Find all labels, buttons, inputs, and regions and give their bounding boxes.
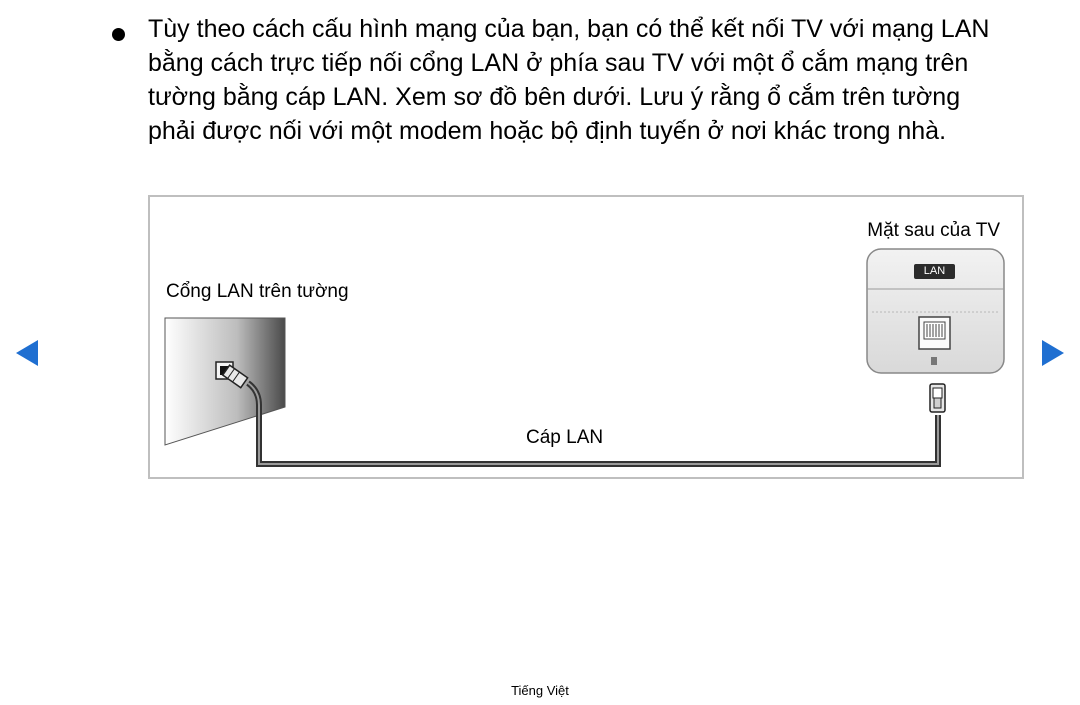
lan-port-badge: LAN [923,265,946,277]
tv-back-panel [866,248,1005,374]
bullet-icon [112,28,125,41]
lan-badge-bg [914,264,955,279]
wall-plug [221,364,249,389]
arrow-left-icon[interactable] [16,340,38,366]
wall-socket-hole [220,366,229,375]
lan-cable-label: Cáp LAN [526,427,604,448]
wall-port-label: Cổng LAN trên tường [166,281,349,302]
wall-panel [164,317,286,446]
bullet-paragraph: Tùy theo cách cấu hình mạng của bạn, bạn… [112,12,1012,148]
tv-back-label: Mặt sau của TV [867,220,1000,241]
tv-plug [929,383,946,413]
footer-language: Tiếng Việt [511,683,569,698]
diagram-drawing [148,195,1024,479]
lan-cable-highlight [247,382,939,465]
connection-diagram: Cổng LAN trên tường Mặt sau của TV Cáp L… [148,195,1024,479]
arrow-right-icon[interactable] [1042,340,1064,366]
paragraph-text: Tùy theo cách cấu hình mạng của bạn, bạn… [148,15,990,145]
